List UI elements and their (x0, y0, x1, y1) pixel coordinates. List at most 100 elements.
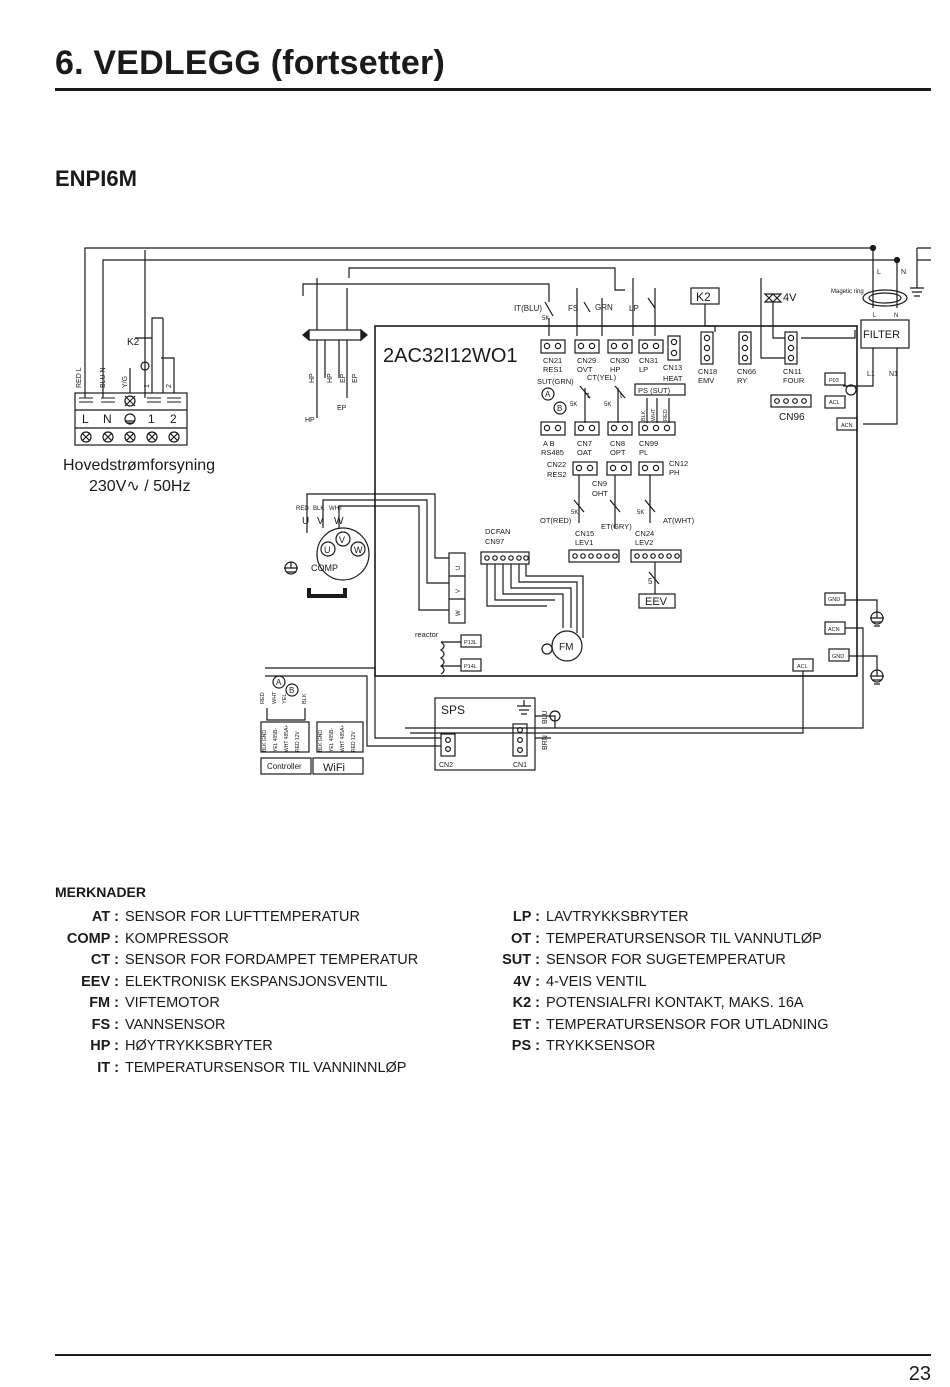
sps-cn1-label: CN1 (513, 762, 527, 769)
cn15-sub: LEV1 (575, 538, 593, 547)
note-value: TEMPERATURSENSOR FOR UTLADNING (546, 1016, 829, 1033)
hp-ep-connector (308, 329, 362, 341)
page-number: 23 (908, 1363, 931, 1385)
note-key: FS : (91, 1016, 119, 1033)
note-value: KOMPRESSOR (125, 930, 229, 947)
sps-cn2-pin-2 (445, 746, 452, 753)
magnetic-ring-inner (868, 292, 902, 304)
cn7-sub: OAT (577, 448, 592, 457)
cn11-label: CN11 (783, 367, 802, 376)
note-key: LP : (512, 909, 540, 925)
note-row: PS :TRYKKSENSOR (470, 1036, 829, 1058)
ctl-pin-2: YEL 485B- (273, 728, 279, 752)
wire-acl-sps (410, 671, 804, 734)
tag-acn-2: ACN (828, 627, 840, 633)
sps-wire-blu: BLU (542, 710, 549, 724)
ctl-pin-1: BLK GND (262, 730, 268, 752)
cn22-sub: RES2 (547, 470, 567, 479)
label-it-5k: 5K (542, 316, 549, 322)
ground-terminal-icon (124, 413, 136, 425)
pin-hp-2: HP (327, 373, 334, 383)
ground-circle-2 (870, 669, 884, 683)
ctl-b-label: B (289, 686, 294, 695)
note-row: EEV :ELEKTRONISK EKSPANSJONSVENTIL (55, 972, 418, 994)
note-value: ELEKTRONISK EKSPANSJONSVENTIL (125, 973, 388, 990)
ground-icon-fm (541, 643, 553, 655)
wire-neutral-top (102, 259, 897, 398)
tag-gnd-1: GND (828, 597, 840, 603)
ps-wire-red: RED (663, 409, 669, 421)
wire-cn11 (801, 330, 856, 339)
note-key: HP : (90, 1038, 119, 1054)
note-value: VIFTEMOTOR (125, 995, 220, 1011)
label-ot-red: OT(RED) (540, 516, 572, 525)
label-ct-yel: CT(YEL) (587, 373, 617, 382)
cn18-sub: EMV (698, 376, 714, 385)
note-key: AT : (91, 909, 119, 925)
note-row: SUT :SENSOR FOR SUGETEMPERATUR (470, 950, 829, 972)
note-key: ET : (512, 1016, 540, 1033)
ctl-pin-3: WHT 485A+ (284, 725, 290, 752)
wire-comp-u (306, 493, 449, 559)
ctl-b-circle (285, 683, 299, 697)
reactor-leads (441, 641, 461, 667)
note-value: TEMPERATURSENSOR TIL VANNINNLØP (125, 1059, 407, 1076)
wifi-box (312, 757, 364, 775)
ground-icon-p03 (845, 384, 857, 396)
p13l-label: P13L (464, 640, 477, 646)
wire-to-filter (872, 248, 898, 308)
model-heading: ENPI6M (55, 166, 137, 191)
sps-cn1 (512, 723, 528, 757)
cn21-label: CN21 (543, 356, 562, 365)
label-magnetic-ring: Magetic ring (831, 289, 864, 295)
valve-4v-label: 4V (783, 292, 797, 304)
ground-gnd-2 (849, 655, 884, 685)
cn8-label: CN8 (610, 439, 625, 448)
label-ep-switch: EP (337, 405, 347, 412)
ctl-wire-wht: WHT (272, 691, 278, 704)
label-fs: FS (568, 304, 578, 313)
note-row: IT : TEMPERATURSENSOR TIL VANNINNLØP (55, 1058, 418, 1080)
wire-comp-v (322, 499, 449, 584)
wire-4v (760, 278, 785, 359)
cn97-connector (480, 551, 530, 565)
wire-label-1: 1 (144, 384, 151, 388)
notes-right-list: LP :LAVTRYKKSBRYTER OT :TEMPERATURSENSOR… (470, 907, 829, 1058)
magnetic-ring-icon (862, 289, 908, 307)
note-row: 4V :4-VEIS VENTIL (470, 972, 829, 994)
hp-ep-arrows (302, 328, 368, 342)
wire-lp (348, 267, 616, 278)
cn96-pins (774, 398, 807, 404)
comp-u-label: U (324, 545, 331, 555)
note-key: IT : (97, 1059, 119, 1076)
note-key: SUT : (502, 952, 540, 968)
sensor-a-circle (541, 387, 555, 401)
ground-circle-1 (870, 611, 884, 625)
note-value: VANNSENSOR (125, 1016, 226, 1033)
tag-gnd-2: GND (832, 654, 844, 660)
wire-acn-sps (405, 627, 864, 729)
wire-label-blu-n: BLU N (100, 367, 107, 388)
wifi-pin-4: RED 12V (351, 730, 357, 752)
label-et-gry: ET(GRY) (601, 522, 632, 531)
ground-circle-comp (284, 561, 298, 575)
cn99-label: CN99 (639, 439, 658, 448)
board-name: 2AC32I12WO1 (383, 345, 518, 367)
wire-it (302, 283, 550, 302)
sensor-a-label: A (545, 390, 551, 399)
cn24-label: CN24 (635, 529, 654, 538)
cn29-label: CN29 (577, 356, 596, 365)
ctl-bracket (266, 708, 306, 721)
label-grn: GRN (595, 303, 613, 312)
sps-wire-brn: BRN (542, 735, 549, 750)
cn24-sub: LEV2 (635, 538, 653, 547)
cn97-label: CN97 (485, 537, 504, 546)
comp-u (320, 541, 336, 557)
eev-lead (648, 562, 660, 594)
rs485-label: RS485 (541, 448, 564, 457)
note-row: FS : VANNSENSOR (55, 1015, 418, 1037)
note-row: OT :TEMPERATURSENSOR TIL VANNUTLØP (470, 929, 829, 951)
compressor-icon (316, 527, 370, 581)
label-5k-a: 5K (570, 402, 577, 408)
note-key: K2 : (512, 995, 540, 1011)
